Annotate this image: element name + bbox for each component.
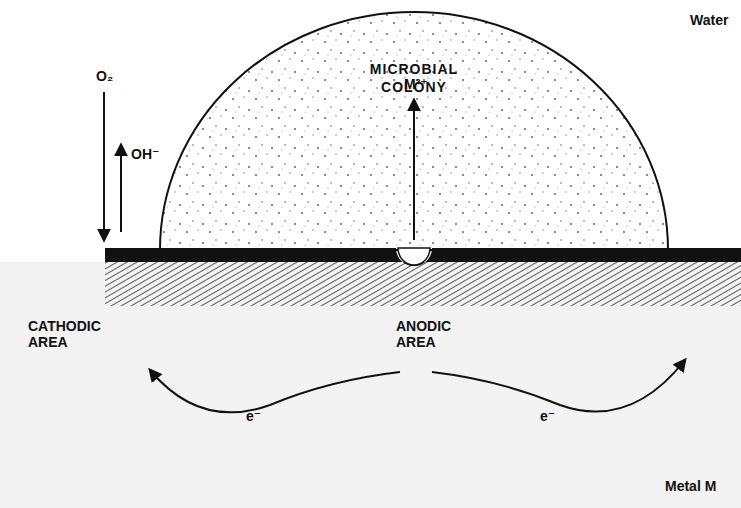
- area-label: e⁻: [540, 408, 555, 424]
- area-label: O₂: [96, 68, 113, 84]
- area-label: OH⁻: [131, 146, 159, 162]
- electron-arrow: [432, 360, 685, 412]
- surface-film: [105, 248, 741, 266]
- electron-arrow: [150, 370, 400, 412]
- metal-ion-arrow: [413, 100, 415, 240]
- area-label: Water: [690, 12, 728, 28]
- metal-hatching: [105, 262, 741, 306]
- area-label: CATHODIC AREA: [28, 318, 123, 350]
- colony-dome: [160, 12, 668, 250]
- corrosion-pit: [398, 248, 430, 265]
- hydroxide-arrow: [120, 145, 122, 232]
- area-label: M²⁺: [404, 76, 428, 92]
- oxygen-arrow: [103, 92, 105, 240]
- area-label: ANODIC AREA: [396, 318, 491, 350]
- lower-ground: [0, 262, 741, 508]
- area-label: Metal M: [665, 478, 716, 494]
- area-label: e⁻: [246, 408, 261, 424]
